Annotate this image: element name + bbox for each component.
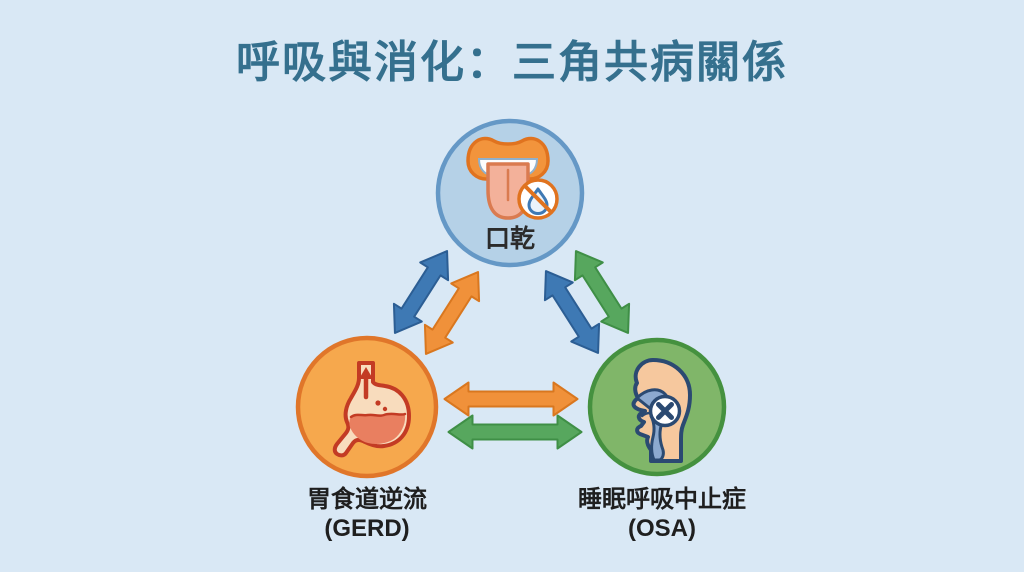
gerd-abbr: (GERD) [324,515,410,542]
tongue-no-saliva-icon [466,136,559,220]
edge-gerd-osa-arrows [443,381,583,450]
osa-label-block: 睡眠呼吸中止症 (OSA) [532,485,792,543]
slash-line-icon [523,184,553,214]
double-arrow-blue [392,250,450,334]
osa-label: 睡眠呼吸中止症 [578,486,746,513]
gerd-label-block: 胃食道逆流 (GERD) [247,485,487,543]
blocked-airway-icon [631,358,692,463]
dry-mouth-label: 口乾 [484,225,535,253]
node-gerd [295,335,439,479]
edge-drymouth-gerd-arrows [392,250,481,355]
edge-drymouth-osa-arrows [543,250,631,354]
reflux-arrow-head [359,367,373,379]
x-icon [656,402,674,420]
stomach-reflux-icon [332,361,411,458]
blocked-x-badge [648,394,682,428]
double-arrow-green [573,250,631,334]
acid-bubble [382,406,388,412]
stomach-acid-shape [349,413,406,444]
no-saliva-badge [517,178,559,220]
node-osa [587,337,727,477]
acid-bubble [375,400,381,406]
double-arrow-blue [543,270,601,354]
double-arrow-orange [423,271,481,355]
node-dry-mouth [435,118,585,268]
page-title: 呼吸與消化：三角共病關係 [236,38,788,87]
acid-wave-line [349,412,407,419]
gerd-label: 胃食道逆流 [307,486,427,513]
osa-abbr: (OSA) [628,515,696,542]
double-arrow-green [447,414,583,450]
double-arrow-orange [443,381,579,417]
